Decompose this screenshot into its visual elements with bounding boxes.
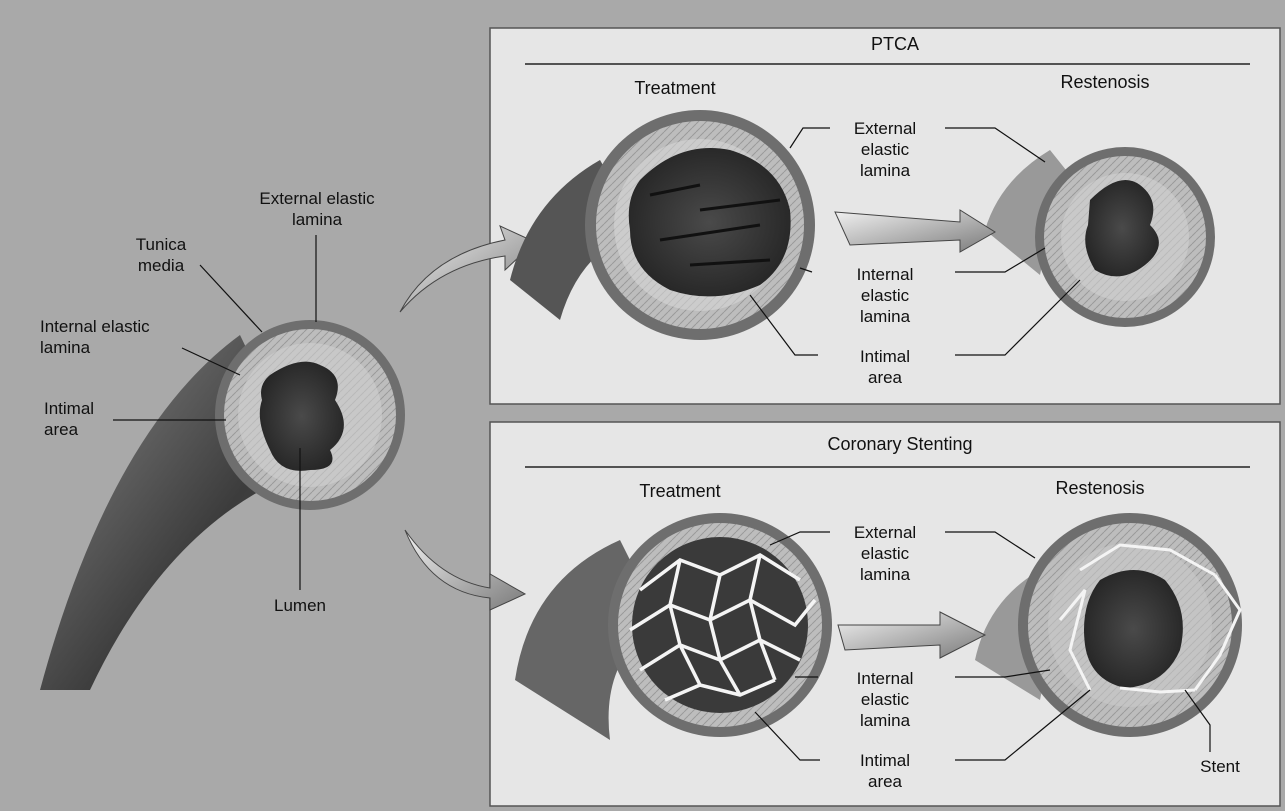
main-lumen-label: Lumen (255, 595, 345, 616)
ptca-internal-elastic-lamina-label: Internal elastic lamina (830, 264, 940, 327)
stenting-treatment-label: Treatment (615, 481, 745, 502)
main-internal-elastic-lamina-label: Internal elastic lamina (40, 316, 200, 358)
stenting-internal-elastic-lamina-label: Internal elastic lamina (830, 668, 940, 731)
ptca-treatment-label: Treatment (610, 78, 740, 99)
ptca-title: PTCA (840, 34, 950, 55)
main-vessel (40, 320, 405, 690)
ptca-restenosis-label: Restenosis (1040, 72, 1170, 93)
ptca-intimal-area-label: Intimal area (830, 346, 940, 388)
main-intimal-area-label: Intimal area (44, 398, 124, 440)
stenting-title: Coronary Stenting (780, 434, 1020, 455)
stenting-restenosis-label: Restenosis (1035, 478, 1165, 499)
main-vessel-lumen (260, 362, 344, 471)
stenting-intimal-area-label: Intimal area (830, 750, 940, 792)
stenting-external-elastic-lamina-label: External elastic lamina (830, 522, 940, 585)
main-external-elastic-lamina-label: External elastic lamina (238, 188, 396, 230)
stent-label: Stent (1185, 756, 1255, 777)
main-tunica-media-label: Tunica media (114, 234, 208, 276)
ptca-external-elastic-lamina-label: External elastic lamina (830, 118, 940, 181)
